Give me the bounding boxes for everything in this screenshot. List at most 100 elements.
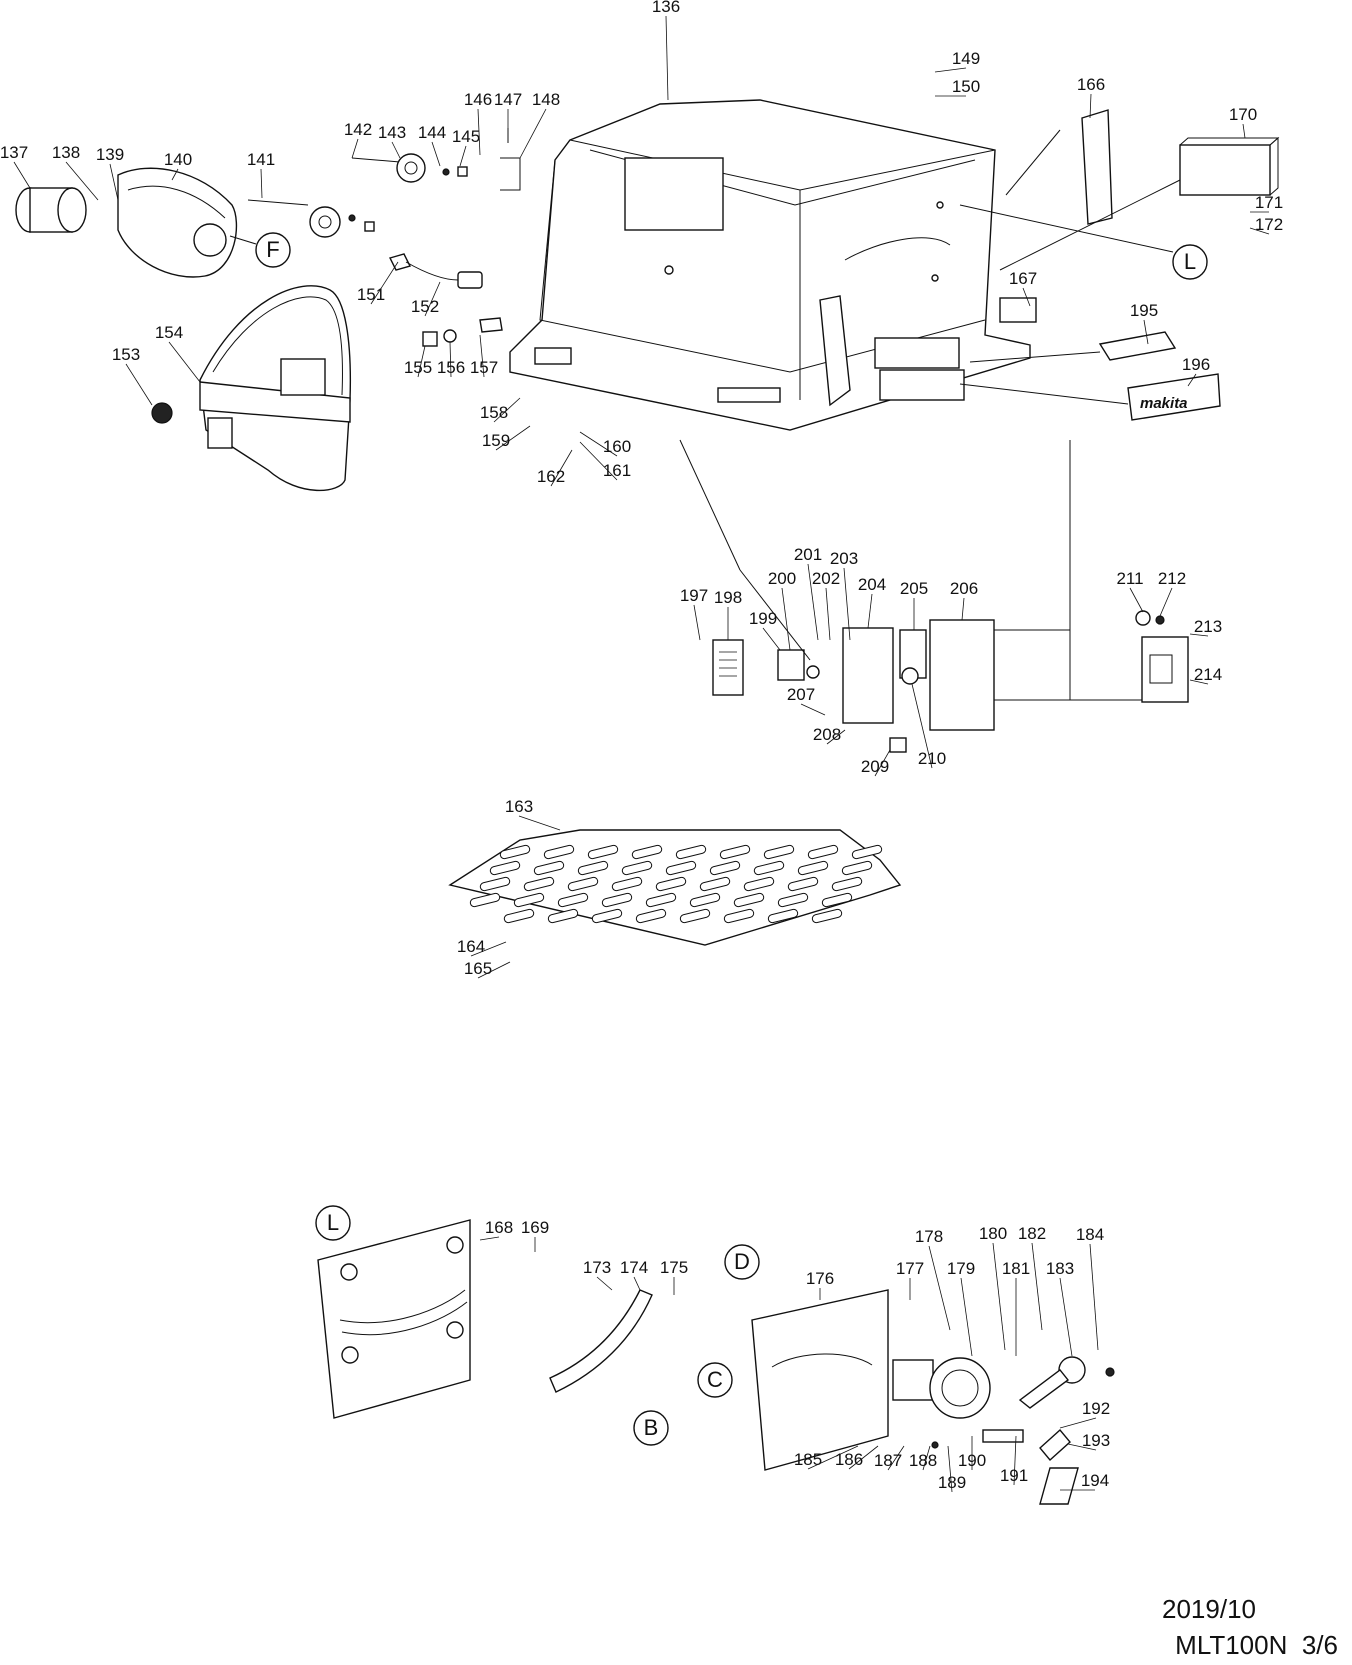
callout-leader-166 [1089,93,1092,119]
plate-slot [733,892,765,908]
plate-slot [753,860,785,876]
callout-leader-163 [518,815,561,831]
callout-leader-146 [477,108,481,156]
bevel-bracket [317,1219,653,1419]
part-label-145: 145 [452,127,480,146]
callout-leader-178 [928,1245,951,1331]
part-label-210: 210 [918,749,946,768]
callout-leader-183 [1059,1277,1073,1357]
callout-leader-193 [1067,1443,1097,1451]
plate-slot [675,844,707,860]
reference-circles: F L L D C B [229,204,1208,1446]
footer-page: 3/6 [1301,1630,1338,1660]
part-label-203: 203 [830,549,858,568]
part-label-155: 155 [404,358,432,377]
plate-slot [723,908,755,924]
ref-circle-c [697,1362,733,1398]
plate-slot [621,860,653,876]
callout-leader-196 [1187,373,1197,387]
plate-slot [821,892,853,908]
callout-leader-197 [693,604,701,641]
part-label-180: 180 [979,1224,1007,1243]
plate-slot [533,860,565,876]
callout-leader-152 [424,281,441,317]
plate-slot [567,876,599,892]
plate-slot [601,892,633,908]
callout-leader-207 [800,703,826,716]
part-label-209: 209 [861,757,889,776]
footer-model-number: MLT100N [1175,1630,1288,1660]
plate-slot [787,876,819,892]
plate-slot [547,908,579,924]
part-label-194: 194 [1081,1471,1109,1490]
ref-b: B [644,1415,659,1440]
plate-slot [635,908,667,924]
callout-leader-212 [1159,587,1173,617]
part-label-178: 178 [915,1227,943,1246]
callout-leader-159 [495,425,531,451]
part-label-144: 144 [418,123,446,142]
plate-slot [591,908,623,924]
part-label-154: 154 [155,323,183,342]
plate-slot [719,844,751,860]
blade-guard [151,285,352,492]
ref-l: L [1184,249,1196,274]
part-label-199: 199 [749,609,777,628]
callout-leader-160 [579,431,618,457]
part-label-138: 138 [52,143,80,162]
part-label-137: 137 [0,143,28,162]
plate-slot [777,892,809,908]
part-label-195: 195 [1130,301,1158,320]
part-label-189: 189 [938,1473,966,1492]
plate-slot [543,844,575,860]
pulley-assembly [247,128,521,238]
ref-circle-b [633,1410,669,1446]
callout-leader-137 [13,161,31,189]
callout-leader-185 [807,1445,859,1470]
part-label-156: 156 [437,358,465,377]
callout-leader-136 [665,15,669,101]
part-label-153: 153 [112,345,140,364]
plate-slot [841,860,873,876]
mount-hardware [422,317,503,347]
callout-leader-139 [109,163,119,201]
part-label-159: 159 [482,431,510,450]
switch-assembly [679,439,1189,753]
plate-slot [587,844,619,860]
part-label-141: 141 [247,150,275,169]
ref-d: D [734,1249,750,1274]
plate-slot [523,876,555,892]
part-label-173: 173 [583,1258,611,1277]
callout-leader-192 [1059,1417,1097,1429]
part-label-200: 200 [768,569,796,588]
part-label-136: 136 [652,0,680,16]
part-label-197: 197 [680,586,708,605]
callout-leader-188 [922,1445,931,1471]
ref-circle-f [255,232,291,268]
footer-model: MLT100N 3/6 [1175,1630,1338,1661]
part-label-191: 191 [1000,1466,1028,1485]
callout-leader-141 [260,168,263,199]
part-label-174: 174 [620,1258,648,1277]
callout-leader-184 [1089,1243,1099,1351]
part-label-170: 170 [1229,105,1257,124]
callout-leader-203 [843,567,851,641]
part-label-188: 188 [909,1451,937,1470]
part-label-147: 147 [494,90,522,109]
part-label-175: 175 [660,1258,688,1277]
part-label-182: 182 [1018,1224,1046,1243]
stand-body [509,99,1037,431]
part-label-166: 166 [1077,75,1105,94]
makita-badge-text: makita [1140,395,1188,412]
part-label-157: 157 [470,358,498,377]
part-label-160: 160 [603,437,631,456]
part-label-211: 211 [1116,569,1143,588]
plate-slot [679,908,711,924]
part-label-149: 149 [952,49,980,68]
part-label-212: 212 [1158,569,1186,588]
callout-leader-148 [519,108,547,159]
part-label-179: 179 [947,1259,975,1278]
callout-leader-151 [370,261,399,305]
part-label-198: 198 [714,588,742,607]
part-label-193: 193 [1082,1431,1110,1450]
